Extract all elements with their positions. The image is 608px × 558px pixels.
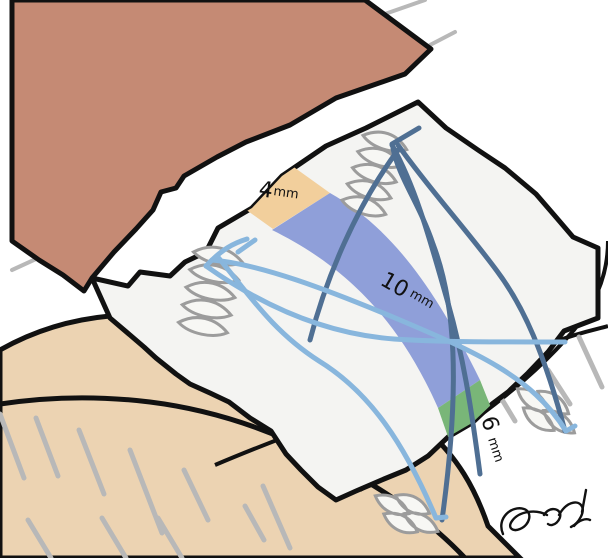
sutures: [203, 142, 569, 523]
artist-signature: [500, 488, 592, 536]
suture-dark-1: [395, 142, 568, 434]
zone-large: [272, 193, 480, 408]
zone-small-unit: mm: [272, 184, 299, 202]
suture-light-3: [203, 263, 568, 345]
suture-light-1: [209, 257, 569, 434]
suture-dark-4: [390, 145, 456, 523]
suture-ends: [235, 125, 578, 521]
muscle-belly: [9, 0, 434, 294]
suture-dark-3: [307, 147, 401, 343]
suture-light-4: [203, 236, 250, 269]
bone-ridges: [0, 334, 605, 558]
zone-mid-unit: mm: [484, 436, 506, 465]
zone-small-value: 4: [257, 177, 274, 204]
anchor-bottom: [373, 493, 440, 535]
label-zone-small: 4 mm: [257, 177, 299, 204]
